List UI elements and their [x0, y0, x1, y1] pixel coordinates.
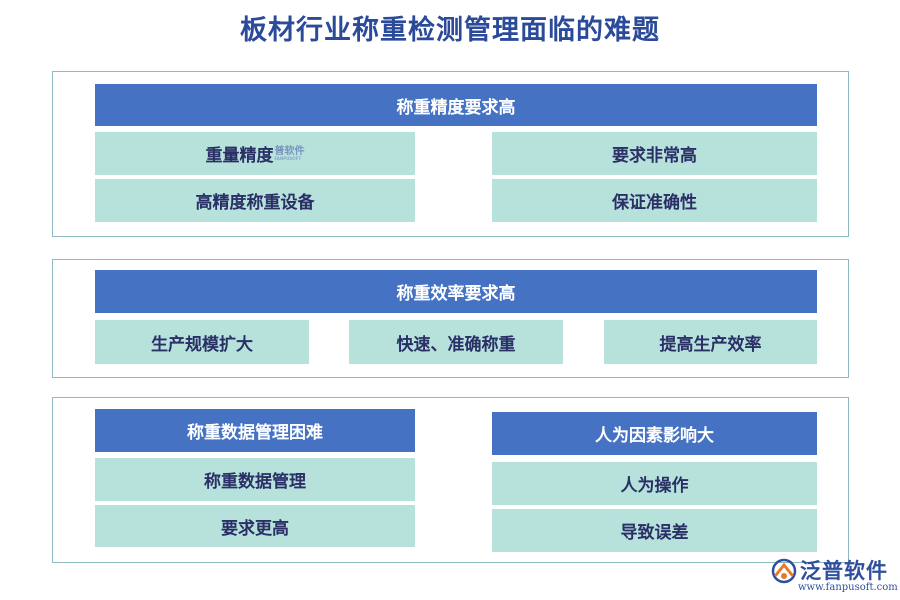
- page-title: 板材行业称重检测管理面临的难题: [240, 15, 660, 46]
- precision-item-weight-accuracy: 重量精度 普软件 FANPUSOFT: [95, 132, 415, 175]
- precision-item-accuracy: 保证准确性: [492, 179, 817, 222]
- section-efficiency-header: 称重效率要求高: [95, 270, 817, 313]
- logo-url: www.fanpusoft.com: [798, 582, 898, 593]
- logo-name: 泛普软件: [800, 559, 888, 583]
- precision-item-very-high: 要求非常高: [492, 132, 817, 175]
- human-item-operation: 人为操作: [492, 462, 817, 505]
- efficiency-item-fast-accurate: 快速、准确称重: [349, 320, 563, 364]
- brand-logo: 泛普软件 www.fanpusoft.com: [770, 555, 898, 597]
- logo-icon: [771, 558, 797, 584]
- precision-item-equipment: 高精度称重设备: [95, 179, 415, 222]
- data-management-header: 称重数据管理困难: [95, 409, 415, 452]
- data-item-management: 称重数据管理: [95, 458, 415, 501]
- data-item-higher-requirement: 要求更高: [95, 505, 415, 547]
- human-item-error: 导致误差: [492, 509, 817, 552]
- section-precision-header: 称重精度要求高: [95, 84, 817, 126]
- human-factor-header: 人为因素影响大: [492, 412, 817, 455]
- precision-item-label: 重量精度: [205, 146, 274, 166]
- efficiency-item-scale: 生产规模扩大: [95, 320, 309, 364]
- efficiency-item-productivity: 提高生产效率: [604, 320, 817, 364]
- watermark: 普软件 FANPUSOFT: [274, 145, 305, 161]
